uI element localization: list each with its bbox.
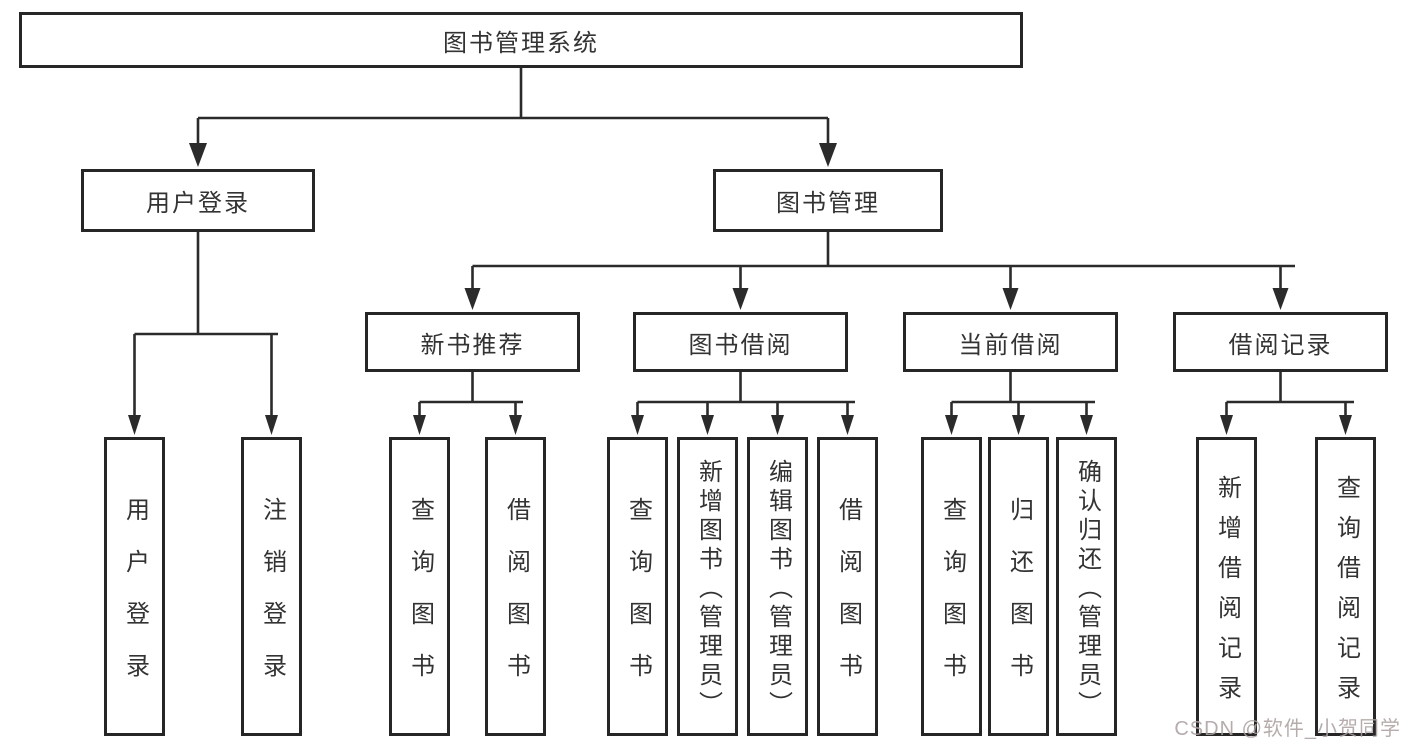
section-current-borrow-label: 当前借阅 (958, 331, 1063, 359)
leaf-confirm-return-admin-label: 确认归还（管理员） (1073, 458, 1101, 720)
leaf-edit-books-admin: 编辑图书（管理员） (747, 437, 808, 736)
leaf-query-borrow-record-label: 查询借阅记录 (1332, 474, 1360, 715)
leaf-borrow-books-recommend-label: 借阅图书 (502, 496, 530, 705)
leaf-logout-label: 注销登录 (258, 496, 286, 705)
section-borrow-records-label: 借阅记录 (1228, 331, 1333, 359)
leaf-add-borrow-record: 新增借阅记录 (1196, 437, 1257, 736)
branch-user-login-node: 用户登录 (81, 169, 315, 232)
leaf-return-books: 归还图书 (988, 437, 1049, 736)
root-node-library-system: 图书管理系统 (19, 12, 1023, 68)
leaf-logout: 注销登录 (241, 437, 302, 736)
section-current-borrow-node: 当前借阅 (903, 312, 1118, 372)
leaf-borrow-books-label: 借阅图书 (834, 496, 862, 705)
leaf-borrow-books: 借阅图书 (817, 437, 878, 736)
root-node-label: 图书管理系统 (443, 29, 599, 57)
section-book-borrow-label: 图书借阅 (688, 331, 793, 359)
leaf-edit-books-admin-label: 编辑图书（管理员） (764, 458, 792, 720)
leaf-borrow-books-recommend: 借阅图书 (485, 437, 546, 736)
leaf-add-books-admin-label: 新增图书（管理员） (694, 458, 722, 720)
section-new-book-recommend-label: 新书推荐 (420, 331, 525, 359)
section-borrow-records-node: 借阅记录 (1173, 312, 1388, 372)
branch-book-mgmt-label: 图书管理 (776, 190, 880, 217)
leaf-user-login: 用户登录 (104, 437, 165, 736)
leaf-query-books-current: 查询图书 (921, 437, 982, 736)
leaf-query-books-borrow: 查询图书 (607, 437, 668, 736)
leaf-return-books-label: 归还图书 (1005, 496, 1033, 705)
branch-book-mgmt-node: 图书管理 (713, 169, 943, 232)
leaf-add-borrow-record-label: 新增借阅记录 (1213, 474, 1241, 715)
leaf-query-borrow-record: 查询借阅记录 (1315, 437, 1376, 736)
leaf-query-books-recommend: 查询图书 (389, 437, 450, 736)
leaf-query-books-current-label: 查询图书 (938, 496, 966, 705)
leaf-confirm-return-admin: 确认归还（管理员） (1056, 437, 1117, 736)
section-new-book-recommend-node: 新书推荐 (365, 312, 580, 372)
leaf-add-books-admin: 新增图书（管理员） (677, 437, 738, 736)
csdn-watermark: CSDN @软件_小贺同学 (1174, 718, 1401, 740)
leaf-query-books-borrow-label: 查询图书 (624, 496, 652, 705)
leaf-query-books-recommend-label: 查询图书 (406, 496, 434, 705)
branch-user-login-label: 用户登录 (146, 190, 250, 217)
section-book-borrow-node: 图书借阅 (633, 312, 848, 372)
leaf-user-login-label: 用户登录 (121, 496, 149, 705)
